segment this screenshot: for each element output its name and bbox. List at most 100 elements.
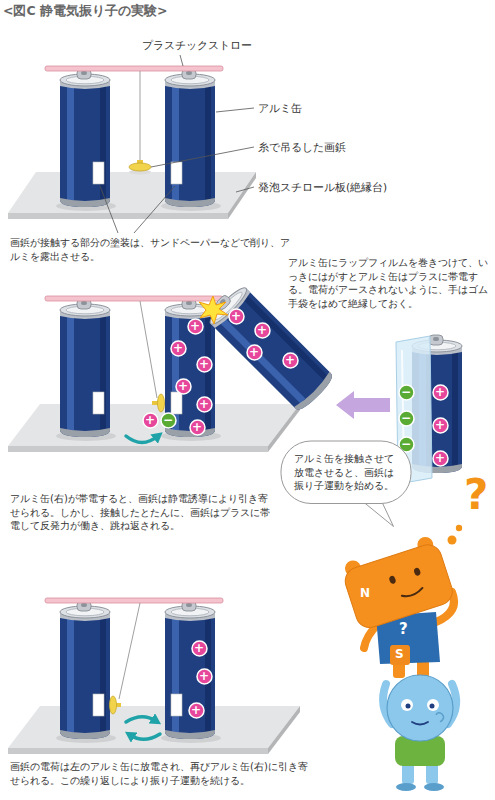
thread — [140, 301, 157, 398]
charge-sign: + — [191, 704, 201, 716]
foam-board-top — [8, 706, 300, 748]
leader-line — [151, 147, 254, 167]
plastic-straw — [45, 66, 223, 71]
plus-circle — [192, 641, 207, 656]
part-label: プラスチックストロー — [142, 38, 252, 52]
question-mark: ? — [464, 472, 488, 518]
thought-dot — [456, 525, 462, 531]
plus-circle — [229, 309, 244, 324]
charge-sign: + — [199, 670, 209, 682]
character-face — [342, 541, 456, 631]
plus-circle — [143, 413, 158, 428]
minus-charge: − — [160, 412, 177, 429]
foam-board-side — [268, 404, 300, 452]
plus-circle — [433, 385, 448, 400]
character-mouth — [402, 588, 424, 598]
plus-charge: + — [175, 378, 192, 395]
character-swirl — [436, 713, 444, 722]
plus-circle — [283, 353, 298, 368]
plus-charge: + — [188, 702, 205, 719]
foam-board-side — [268, 706, 300, 754]
left-can — [60, 601, 110, 739]
character-eye — [388, 575, 396, 584]
part-label: アルミ缶 — [258, 101, 302, 115]
charge-sign: + — [173, 342, 183, 354]
bubble-body — [281, 441, 411, 504]
minus-circle — [399, 385, 414, 400]
charge-sign: + — [192, 421, 202, 433]
charge-sign: − — [401, 386, 411, 398]
note-text: 画鋲が接触する部分の塗装は、サンドペーパーなどで削り、アルミを露出させる。 — [10, 236, 290, 263]
note-text: アルミ缶にラップフィルムを巻きつけて、いっきにはがすとアルミ缶はプラスに帯電する… — [288, 256, 490, 310]
magnet-pole: N — [360, 586, 370, 600]
motion-arrow — [126, 717, 156, 722]
character-pupil — [430, 704, 435, 709]
charge-sign: + — [257, 324, 267, 336]
bubble-text: アルミ缶を接触させて放電させると、画鋲は振り子運動を始める。 — [294, 452, 398, 493]
leader-line — [216, 108, 254, 112]
bare-aluminum-patch — [93, 694, 104, 716]
thumbtack — [129, 163, 151, 171]
left-can — [60, 69, 110, 207]
character-foot — [424, 783, 444, 791]
minus-circle — [161, 413, 176, 428]
plus-charge: + — [196, 396, 213, 413]
plus-charge: + — [282, 352, 299, 369]
plus-charge: + — [170, 340, 187, 357]
charge-sign: + — [178, 380, 188, 392]
minus-circle — [399, 411, 414, 426]
charge-sign: − — [401, 412, 411, 424]
charge-sign: + — [145, 414, 155, 426]
foam-board-front — [8, 213, 228, 219]
plus-charge: + — [246, 344, 263, 361]
leader-line — [180, 55, 183, 66]
foam-board-top — [8, 404, 300, 446]
right-can — [165, 601, 215, 739]
charge-sign: + — [199, 358, 209, 370]
foam-board-top — [8, 172, 256, 213]
charge-sign: + — [194, 642, 204, 654]
bare-aluminum-patch — [171, 694, 182, 716]
bare-aluminum-patch — [171, 162, 182, 184]
charge-sign: + — [190, 320, 200, 332]
charge-sign: + — [231, 310, 241, 322]
plus-circle — [197, 669, 212, 684]
plus-circle — [188, 319, 203, 334]
plastic-straw — [45, 598, 223, 603]
plus-charge: + — [142, 412, 159, 429]
character-eye — [427, 699, 439, 711]
plus-charge: + — [187, 318, 204, 335]
part-label: 発泡スチロール板(絶縁台) — [258, 180, 387, 194]
plus-circle — [176, 379, 191, 394]
step-caption: 画鋲の電荷は左のアルミ缶に放電され、再びアルミ缶(右)に引き寄せられる。この繰り… — [10, 760, 310, 787]
plus-circle — [197, 357, 212, 372]
thumbtack — [158, 394, 165, 412]
right-can — [165, 69, 215, 207]
plus-circle — [197, 397, 212, 412]
plus-charge: + — [228, 308, 245, 325]
charge-sign: + — [435, 452, 445, 464]
character-eye — [413, 567, 421, 576]
shirt-mark: ? — [399, 620, 408, 638]
leader-line — [236, 187, 254, 192]
part-label: 糸で吊るした画鋲 — [258, 140, 346, 154]
figure-title: <図C 静電気振り子の実験> — [3, 3, 167, 20]
charge-sign: + — [199, 398, 209, 410]
minus-charge: − — [398, 410, 415, 427]
plus-circle — [171, 341, 186, 356]
plus-charge: + — [196, 356, 213, 373]
character-pupil — [406, 704, 411, 709]
motion-arrow — [126, 436, 158, 443]
leader-line — [100, 186, 118, 233]
speech-bubble: アルミ缶を接触させて放電させると、画鋲は振り子運動を始める。 — [280, 440, 412, 505]
plus-circle — [255, 323, 270, 338]
foam-board-front — [8, 748, 268, 754]
character-eye — [401, 699, 413, 711]
plus-charge: + — [189, 419, 206, 436]
peel-direction-arrow — [336, 391, 390, 419]
plus-charge: + — [254, 322, 271, 339]
step-caption: アルミ缶(右)が帯電すると、画鋲は静電誘導により引き寄せられる。しかし、接触した… — [10, 492, 272, 533]
plus-charge: + — [191, 640, 208, 657]
thread — [140, 71, 141, 163]
magnet-pole-block — [390, 645, 410, 665]
